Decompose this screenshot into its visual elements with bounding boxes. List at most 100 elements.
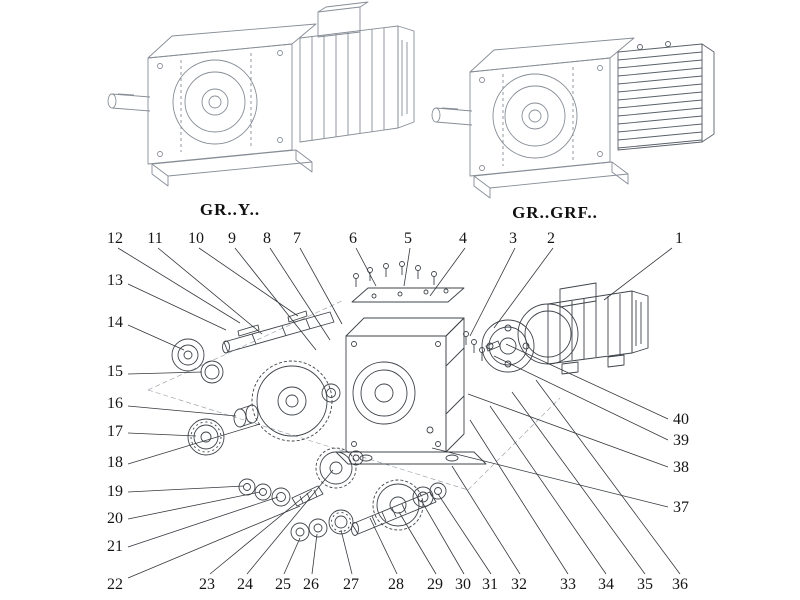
leader-line-22: [127, 505, 301, 579]
leader-line-23: [209, 489, 313, 575]
leader-line-27: [340, 529, 353, 575]
part-number-9: 9: [228, 230, 236, 247]
part-number-21: 21: [107, 538, 123, 555]
part-number-31: 31: [482, 576, 498, 593]
part-number-17: 17: [107, 423, 123, 440]
assembled-view-gr-y: [107, 1, 415, 187]
bearing: [171, 338, 205, 372]
leader-line-37: [431, 447, 669, 508]
part-number-15: 15: [107, 363, 123, 380]
leader-line-30: [420, 499, 465, 575]
leader-line-24: [246, 469, 334, 575]
leader-line-26: [311, 533, 318, 575]
part-number-14: 14: [107, 314, 123, 331]
leader-line-1: [603, 247, 673, 301]
leader-line-10: [198, 247, 299, 317]
seal-ring: [200, 360, 224, 384]
leader-line-4: [429, 247, 466, 297]
part-number-26: 26: [303, 576, 319, 593]
gearbox-top: [469, 37, 635, 73]
leader-line-5: [403, 247, 411, 287]
large-gear: [251, 360, 333, 442]
washer: [238, 478, 256, 496]
leader-line-18: [127, 423, 261, 465]
shaft-key: [237, 324, 260, 337]
part-number-8: 8: [263, 230, 271, 247]
leader-line-32: [451, 465, 521, 575]
leader-line-19: [127, 485, 245, 493]
assembled-view-gr-grf: [431, 37, 715, 199]
leader-line-8: [269, 247, 331, 341]
part-number-28: 28: [388, 576, 404, 593]
retaining-ring: [348, 450, 364, 466]
leader-line-40: [505, 343, 669, 420]
part-number-19: 19: [107, 483, 123, 500]
part-number-2: 2: [547, 230, 555, 247]
part-number-16: 16: [107, 395, 123, 412]
leader-line-34: [489, 405, 607, 575]
part-number-4: 4: [459, 230, 467, 247]
leader-line-21: [127, 496, 279, 548]
leader-line-38: [467, 393, 669, 468]
part-number-20: 20: [107, 510, 123, 527]
part-number-37: 37: [673, 499, 689, 516]
housing-base: [335, 451, 487, 465]
part-number-10: 10: [188, 230, 204, 247]
leader-line-14: [127, 324, 185, 351]
motor-flange: [481, 319, 535, 373]
leader-line-20: [127, 491, 261, 520]
output-gear: [372, 479, 424, 531]
leader-line-35: [511, 391, 646, 575]
leader-line-31: [437, 493, 492, 575]
part-number-6: 6: [349, 230, 357, 247]
washer: [308, 518, 328, 538]
part-number-25: 25: [275, 576, 291, 593]
leader-line-17: [127, 432, 197, 437]
part-number-18: 18: [107, 454, 123, 471]
motor: [517, 282, 649, 375]
motor-endcap: [397, 25, 415, 129]
part-number-32: 32: [511, 576, 527, 593]
leader-line-7: [299, 247, 343, 325]
part-number-23: 23: [199, 576, 215, 593]
construction-lines: [147, 299, 561, 491]
bearing: [328, 509, 354, 535]
shaft-key: [287, 310, 308, 323]
label-gr-grf: GR..GRF..: [512, 203, 598, 222]
finned-cover: [617, 41, 715, 151]
part-number-1: 1: [675, 230, 683, 247]
part-number-5: 5: [404, 230, 412, 247]
part-number-11: 11: [147, 230, 163, 247]
terminal-box: [317, 1, 369, 38]
part-number-30: 30: [455, 576, 471, 593]
flange-bolts: [463, 331, 485, 361]
input-shaft: [111, 93, 151, 112]
leader-line-36: [535, 379, 681, 575]
part-number-7: 7: [293, 230, 301, 247]
leader-line-13: [127, 283, 227, 331]
leader-line-2: [493, 247, 554, 329]
leader-line-39: [493, 355, 669, 441]
gearbox-front: [147, 43, 293, 165]
leader-line-16: [127, 405, 237, 417]
leader-line-9: [234, 247, 317, 351]
motor-feet: [561, 354, 625, 375]
label-gr-y: GR..Y..: [199, 200, 261, 219]
gearbox-feet: [151, 149, 313, 187]
leader-line-33: [469, 419, 569, 575]
leader-line-29: [398, 511, 437, 575]
part-number-39: 39: [673, 432, 689, 449]
part-number-33: 33: [560, 576, 576, 593]
leader-line-25: [283, 537, 301, 575]
leader-line-11: [157, 247, 263, 335]
bearing: [187, 418, 225, 456]
part-number-22: 22: [107, 576, 123, 593]
part-number-24: 24: [237, 576, 253, 593]
motor-body: [299, 25, 399, 143]
exploded-view: [147, 261, 649, 542]
part-number-27: 27: [343, 576, 359, 593]
leader-line-6: [355, 247, 377, 287]
cover-bolts: [353, 261, 437, 287]
input-shaft: [222, 310, 335, 354]
